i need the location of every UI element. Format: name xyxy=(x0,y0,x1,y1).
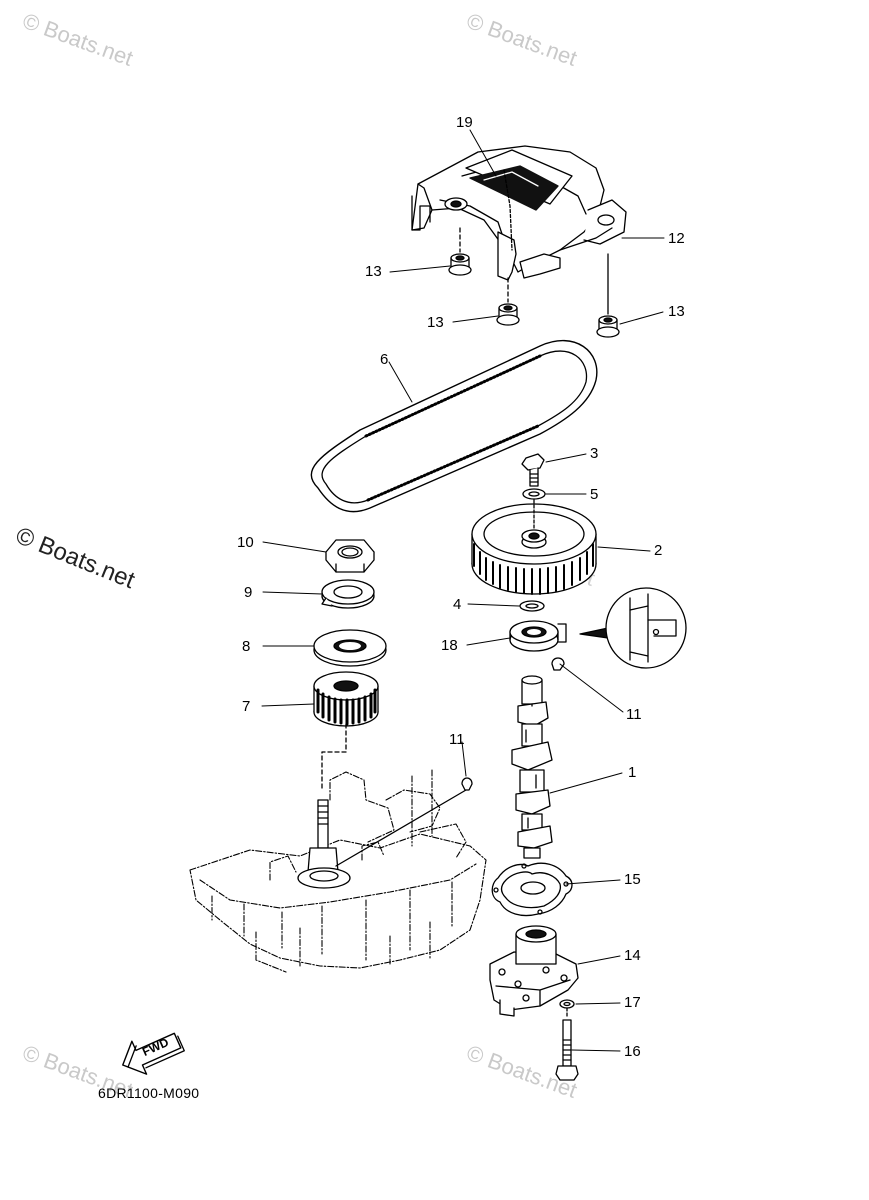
figure-code: 6DR1100-M090 xyxy=(98,1085,200,1101)
callout-12[interactable]: 12 xyxy=(668,230,685,247)
oil-seal-18[interactable] xyxy=(509,620,559,652)
callout-8[interactable]: 8 xyxy=(242,638,251,655)
grommet-13-left[interactable] xyxy=(448,253,472,276)
bolt-16[interactable] xyxy=(555,1019,579,1081)
callout-16[interactable]: 16 xyxy=(624,1043,641,1060)
callout-7[interactable]: 7 xyxy=(242,698,251,715)
callout-3[interactable]: 3 xyxy=(590,445,599,462)
nut-10[interactable] xyxy=(325,539,375,573)
callout-5[interactable]: 5 xyxy=(590,486,599,503)
callout-17[interactable]: 17 xyxy=(624,994,641,1011)
crankshaft-end xyxy=(297,799,351,889)
callout-11-camshaft-key[interactable]: 11 xyxy=(626,706,642,723)
timing-belt[interactable] xyxy=(310,340,598,513)
forward-direction-arrow xyxy=(122,1032,185,1075)
bolt-3[interactable] xyxy=(521,453,545,487)
woodruff-key-11-crankshaft[interactable] xyxy=(461,777,473,791)
washer-17[interactable] xyxy=(559,999,575,1009)
camshaft-1[interactable] xyxy=(511,675,553,859)
oil-pump-14[interactable] xyxy=(489,925,579,1017)
leader-lines xyxy=(261,129,665,1052)
cylinder-head-phantom xyxy=(189,769,487,973)
callout-18[interactable]: 18 xyxy=(441,637,458,654)
callout-13-right[interactable]: 13 xyxy=(668,303,685,320)
callout-11-crankshaft-key[interactable]: 11 xyxy=(449,731,465,748)
washer-5[interactable] xyxy=(522,488,546,500)
drive-sprocket-7[interactable] xyxy=(313,671,379,791)
callout-13-middle[interactable]: 13 xyxy=(427,314,444,331)
callout-1[interactable]: 1 xyxy=(628,764,637,781)
callout-15[interactable]: 15 xyxy=(624,871,641,888)
oil-seal-orientation-inset xyxy=(605,587,687,669)
callout-4[interactable]: 4 xyxy=(453,596,462,613)
callout-2[interactable]: 2 xyxy=(654,542,663,559)
callout-10[interactable]: 10 xyxy=(237,534,254,551)
plate-8[interactable] xyxy=(313,629,387,667)
gasket-15[interactable] xyxy=(491,862,573,917)
woodruff-key-11-camshaft[interactable] xyxy=(551,657,565,671)
callout-19[interactable]: 19 xyxy=(456,114,473,131)
callout-13-left[interactable]: 13 xyxy=(365,263,382,280)
washer-4[interactable] xyxy=(519,600,545,612)
grommet-13-middle[interactable] xyxy=(496,303,520,326)
callout-6[interactable]: 6 xyxy=(380,351,389,368)
lock-washer-9[interactable] xyxy=(321,579,375,609)
camshaft-pulley-2[interactable] xyxy=(471,499,597,595)
callout-14[interactable]: 14 xyxy=(624,947,641,964)
callout-9[interactable]: 9 xyxy=(244,584,253,601)
grommet-13-right[interactable] xyxy=(596,315,620,338)
timing-belt-cover[interactable] xyxy=(411,145,627,281)
